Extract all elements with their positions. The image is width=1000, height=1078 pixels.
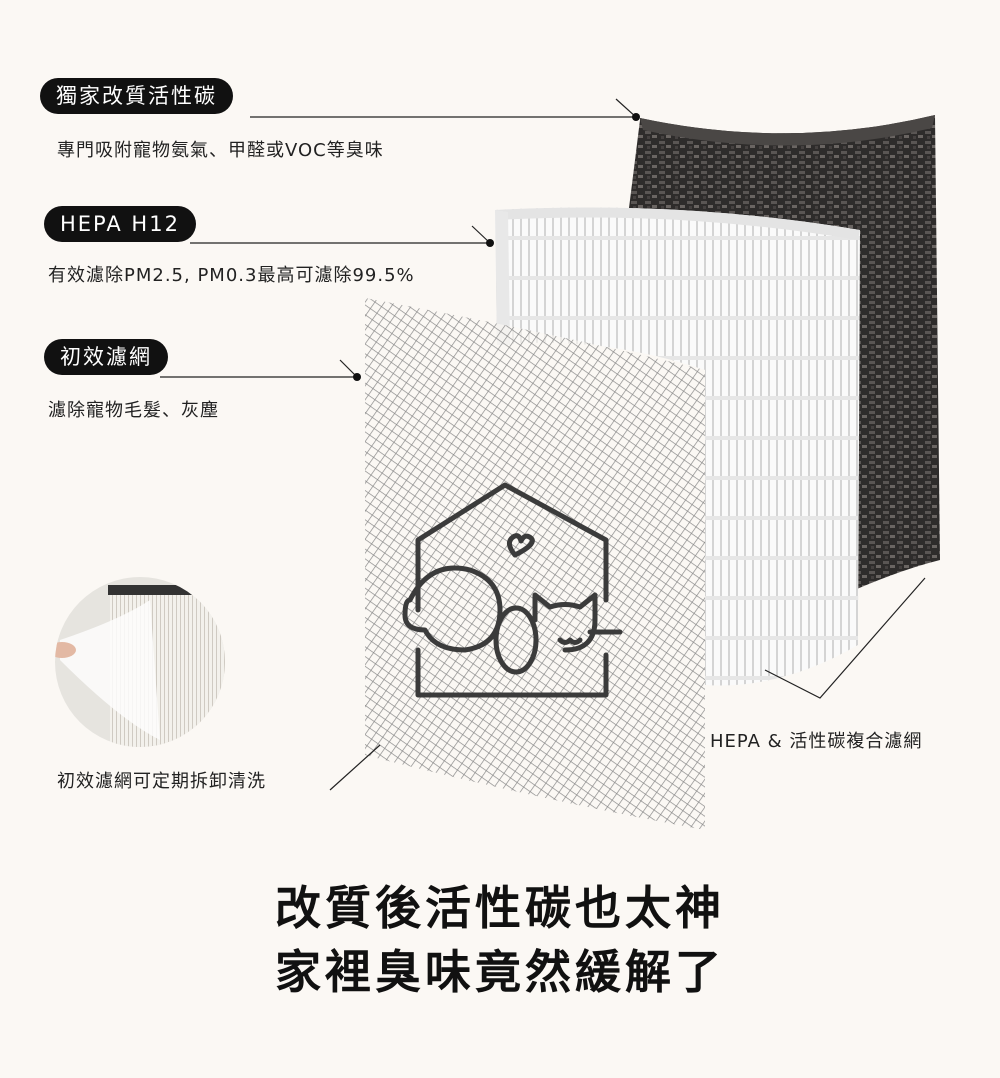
badge-activated-carbon: 獨家改質活性碳 — [40, 78, 233, 114]
headline-line-1: 改質後活性碳也太神 — [275, 881, 725, 935]
desc-hepa: 有效濾除PM2.5, PM0.3最高可濾除99.5% — [48, 265, 415, 286]
filter-removal-photo — [55, 577, 225, 747]
headline-line-2: 家裡臭味竟然緩解了 — [275, 945, 725, 999]
desc-prefilter: 濾除寵物毛髮、灰塵 — [48, 400, 219, 421]
pet-house-logo — [402, 482, 623, 698]
photo-caption: 初效濾網可定期拆卸清洗 — [57, 771, 266, 792]
badge-hepa: HEPA H12 — [44, 206, 196, 242]
desc-activated-carbon: 專門吸附寵物氨氣、甲醛或VOC等臭味 — [57, 140, 384, 161]
composite-filter-label: HEPA & 活性碳複合濾網 — [710, 731, 923, 752]
hepa-filter-image — [495, 207, 860, 686]
badge-prefilter: 初效濾網 — [44, 339, 168, 375]
leader-lines — [160, 98, 926, 791]
